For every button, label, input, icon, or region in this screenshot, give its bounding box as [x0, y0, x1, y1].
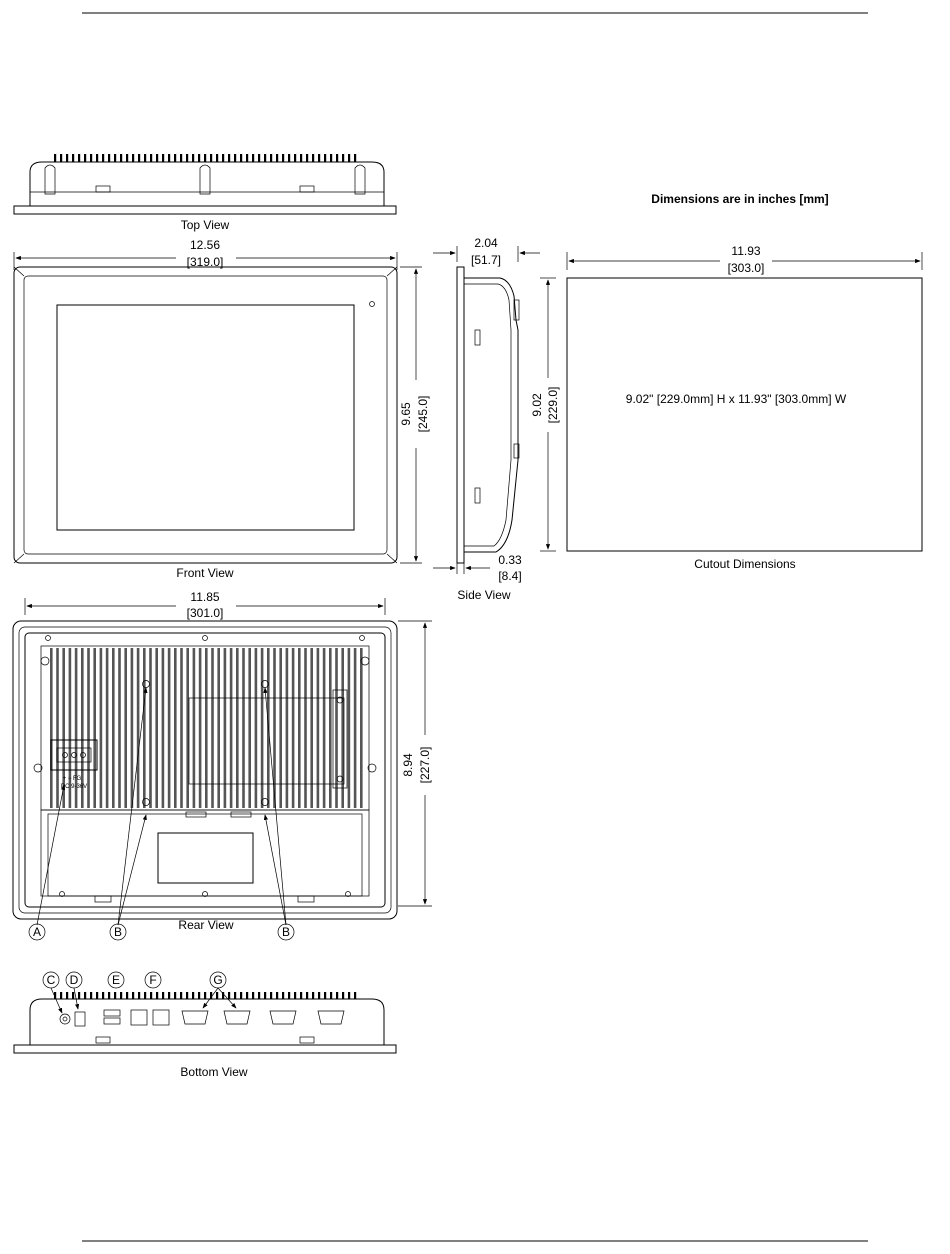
callout-b-left: B: [110, 924, 126, 940]
power-terminal-voltage-label: DC 9-36V: [61, 784, 87, 790]
power-terminal-polarity-label: + − FG: [63, 776, 82, 782]
callout-g: G: [210, 972, 226, 988]
front-height-inches: 9.65: [399, 402, 413, 426]
callout-c: C: [43, 972, 59, 988]
callout-f-letter: F: [149, 973, 156, 987]
top-view-label: Top View: [181, 218, 230, 232]
callout-b-right: B: [278, 924, 294, 940]
bottom-view-label: Bottom View: [180, 1065, 247, 1079]
rear-width-inches: 11.85: [190, 590, 219, 604]
side-depth-mm: [51.7]: [471, 253, 501, 267]
cutout-width-mm: [303.0]: [728, 261, 765, 275]
rear-height-inches: 8.94: [401, 753, 415, 777]
bezel-dimension: [433, 563, 490, 574]
side-depth-inches: 2.04: [474, 236, 498, 250]
units-note: Dimensions are in inches [mm]: [651, 192, 828, 206]
callout-a: A: [29, 924, 45, 940]
callout-g-letter: G: [213, 973, 222, 987]
cutout-rectangle: [567, 278, 922, 551]
front-view-label: Front View: [176, 566, 233, 580]
bezel-inches: 0.33: [498, 553, 522, 567]
callout-d-letter: D: [70, 973, 79, 987]
callout-b-right-letter: B: [282, 925, 290, 939]
rear-width-mm: [301.0]: [187, 606, 224, 620]
cutout-height-mm: [229.0]: [546, 387, 560, 424]
callout-f: F: [145, 972, 161, 988]
callout-a-letter: A: [33, 925, 41, 939]
bottom-view-drawing: [14, 988, 396, 1053]
cutout-view-label: Cutout Dimensions: [694, 557, 795, 571]
front-height-mm: [245.0]: [416, 396, 430, 433]
callout-e-letter: E: [112, 973, 120, 987]
cutout-width-inches: 11.93: [731, 244, 760, 258]
front-view-drawing: [14, 267, 397, 563]
callout-c-letter: C: [47, 973, 56, 987]
side-view-drawing: [457, 267, 519, 563]
cutout-dimension-text: 9.02" [229.0mm] H x 11.93" [303.0mm] W: [626, 392, 847, 406]
top-view-drawing: [14, 154, 396, 214]
rear-view-label: Rear View: [178, 918, 233, 932]
side-view-label: Side View: [457, 588, 510, 602]
cutout-height-inches: 9.02: [530, 393, 544, 417]
callout-d: D: [66, 972, 82, 988]
callout-e: E: [108, 972, 124, 988]
rear-height-mm: [227.0]: [418, 747, 432, 784]
front-width-inches: 12.56: [190, 238, 220, 252]
callout-b-left-letter: B: [114, 925, 122, 939]
rear-view-drawing: + − FG DC 9-36V: [13, 621, 397, 925]
bezel-mm: [8.4]: [498, 569, 521, 583]
